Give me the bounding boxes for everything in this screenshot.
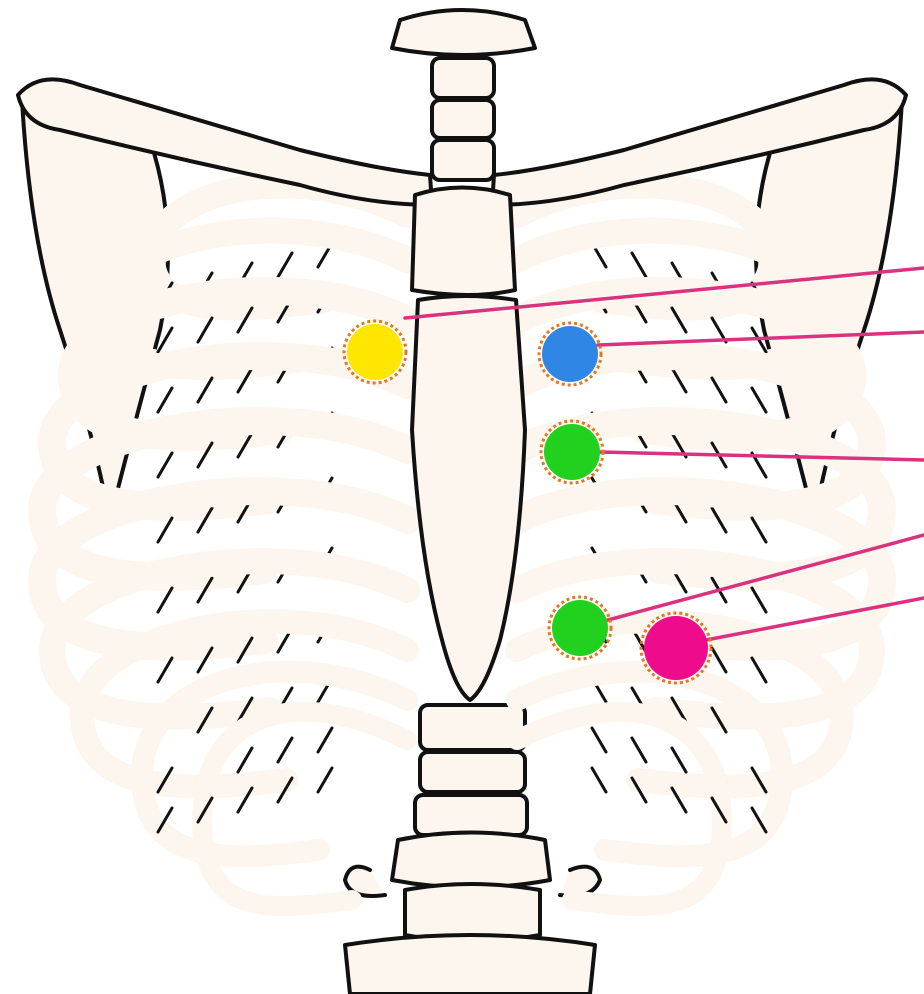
electrode-marker-yellow [344,321,406,383]
intercostal-hatch [158,388,172,412]
intercostal-hatch [158,588,172,612]
intercostal-hatch [592,728,606,752]
marker-dot-blue [542,326,598,382]
electrode-marker-green-lower [549,597,611,659]
intercostal-hatch [158,453,172,477]
intercostal-hatch [238,748,252,772]
intercostal-hatch [752,588,766,612]
spine [392,10,535,180]
marker-dot-magenta [644,616,708,680]
intercostal-hatch [752,388,766,412]
intercostal-hatch [158,518,172,542]
electrode-marker-green-upper [541,421,603,483]
rib-right-10 [517,712,766,906]
marker-dot-green-lower [552,600,608,656]
marker-dot-yellow [347,324,403,380]
intercostal-hatch [752,518,766,542]
intercostal-hatch [198,318,212,342]
intercostal-hatch [318,768,332,792]
electrode-marker-blue [539,323,601,385]
sternum [412,188,525,701]
intercostal-hatch [158,658,172,682]
intercostal-hatch [632,738,646,762]
intercostal-hatch [198,378,212,402]
marker-dot-green-upper [544,424,600,480]
intercostal-hatch [712,378,726,402]
intercostal-hatch [318,728,332,752]
intercostal-hatch [672,748,686,772]
intercostal-hatch [632,253,646,277]
intercostal-hatch [592,768,606,792]
intercostal-hatch [752,658,766,682]
intercostal-hatch [278,253,292,277]
lumbar-vertebrae [345,705,600,994]
intercostal-hatch [278,738,292,762]
